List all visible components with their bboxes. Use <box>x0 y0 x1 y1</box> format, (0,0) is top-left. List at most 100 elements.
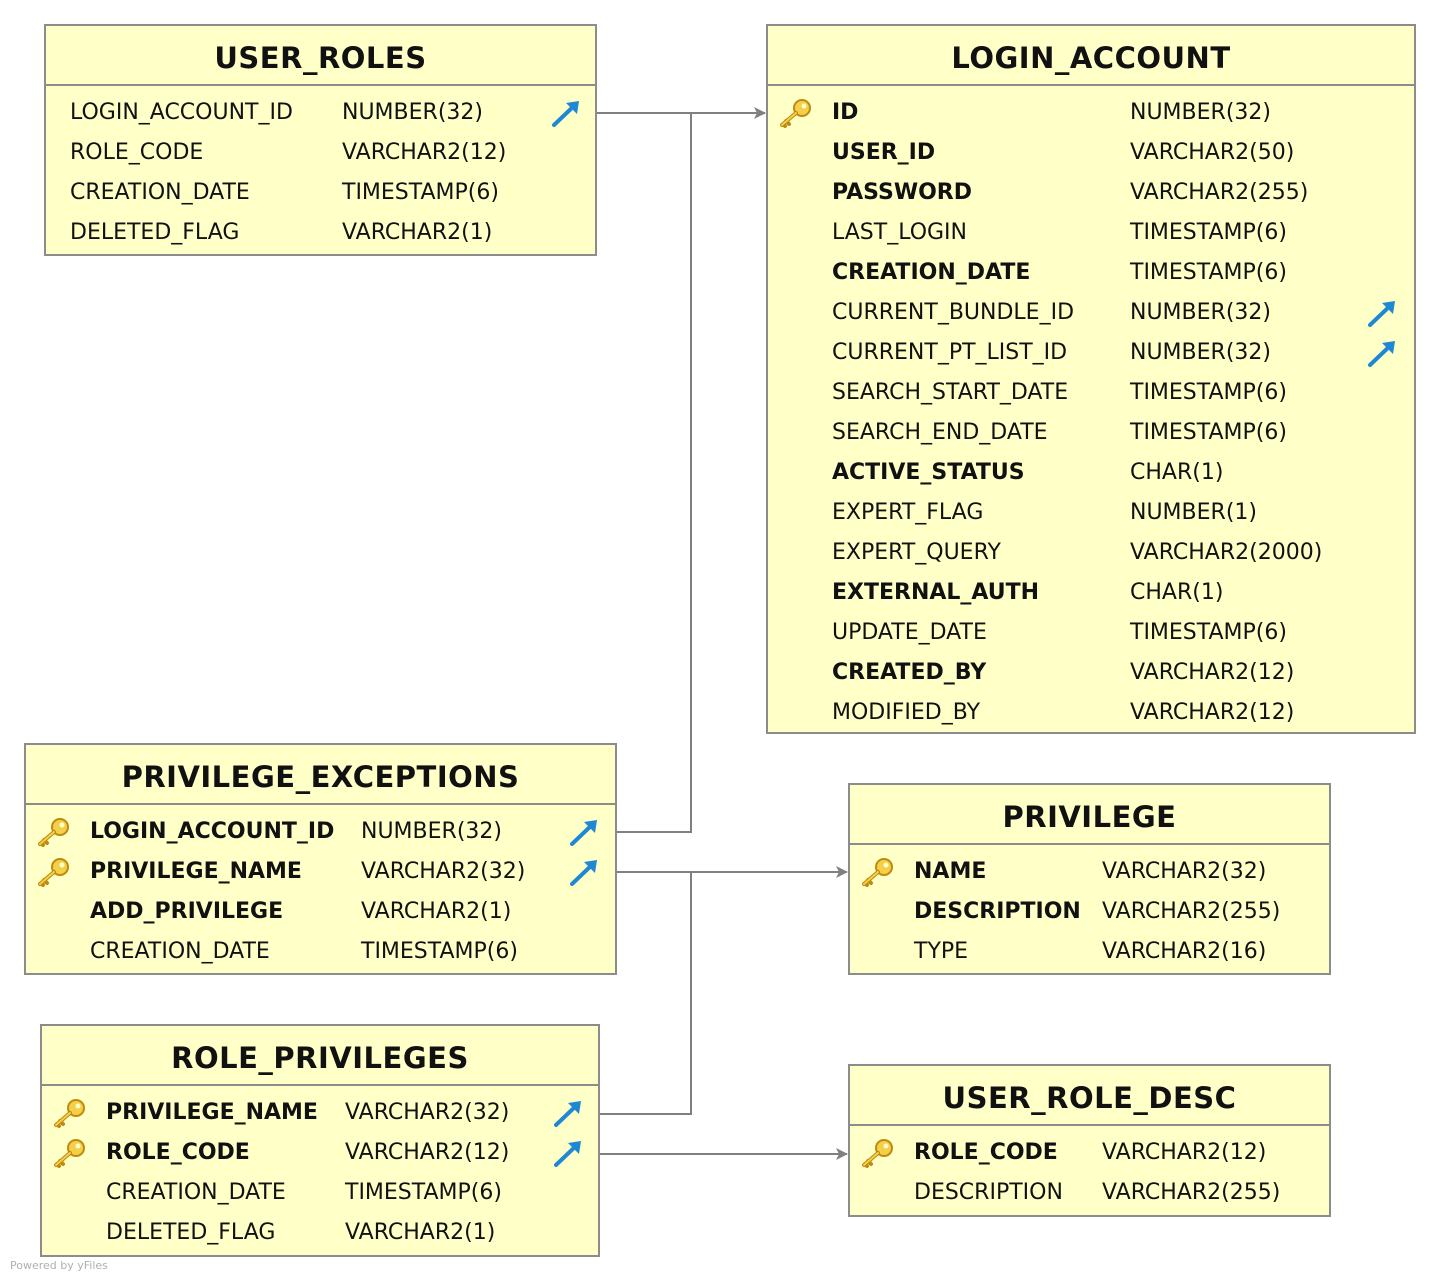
column-type: VARCHAR2(32) <box>1102 859 1267 884</box>
column-name: DESCRIPTION <box>914 1180 1063 1205</box>
column-row[interactable]: ID NUMBER(32) <box>768 93 1414 133</box>
column-type: TIMESTAMP(6) <box>1130 260 1287 285</box>
column-type: NUMBER(32) <box>361 819 502 844</box>
column-type: NUMBER(32) <box>342 100 483 125</box>
column-name: ROLE_CODE <box>70 140 204 165</box>
column-type: VARCHAR2(32) <box>361 859 526 884</box>
primary-key-icon <box>776 98 814 128</box>
table-login-account[interactable]: LOGIN_ACCOUNT ID NUMBER(32) USER_ID VARCHAR… <box>766 24 1416 734</box>
column-row[interactable]: LOGIN_ACCOUNT_ID NUMBER(32) <box>26 812 615 852</box>
column-name: CREATION_DATE <box>106 1180 286 1205</box>
foreign-key-arrow-icon <box>550 1138 588 1168</box>
primary-key-icon <box>858 1138 896 1168</box>
column-name: EXPERT_FLAG <box>832 500 984 525</box>
column-type: VARCHAR2(2000) <box>1130 540 1323 565</box>
column-type: NUMBER(32) <box>1130 100 1271 125</box>
foreign-key-arrow-icon <box>566 857 604 887</box>
column-type: CHAR(1) <box>1130 460 1224 485</box>
column-name: SEARCH_START_DATE <box>832 380 1069 405</box>
column-row[interactable]: USER_ID VARCHAR2(50) <box>768 133 1414 173</box>
column-name: CREATION_DATE <box>90 939 270 964</box>
primary-key-icon <box>34 817 72 847</box>
table-title: LOGIN_ACCOUNT <box>768 26 1414 86</box>
table-title: USER_ROLES <box>46 26 595 86</box>
column-row[interactable]: SEARCH_START_DATE TIMESTAMP(6) <box>768 373 1414 413</box>
table-title: PRIVILEGE <box>850 785 1329 845</box>
table-privilege-exceptions[interactable]: PRIVILEGE_EXCEPTIONS LOGIN_ACCOUNT_ID NUM… <box>24 743 617 975</box>
column-type: NUMBER(32) <box>1130 300 1271 325</box>
table-title: PRIVILEGE_EXCEPTIONS <box>26 745 615 805</box>
column-row[interactable]: DESCRIPTION VARCHAR2(255) <box>850 1173 1329 1213</box>
column-type: VARCHAR2(255) <box>1102 899 1281 924</box>
column-type: VARCHAR2(12) <box>1130 660 1295 685</box>
column-name: LOGIN_ACCOUNT_ID <box>90 819 335 844</box>
primary-key-icon <box>858 857 896 887</box>
column-row[interactable]: ADD_PRIVILEGE VARCHAR2(1) <box>26 892 615 932</box>
column-type: TIMESTAMP(6) <box>342 180 499 205</box>
column-name: EXTERNAL_AUTH <box>832 580 1040 605</box>
column-name: ROLE_CODE <box>914 1140 1058 1165</box>
column-type: VARCHAR2(1) <box>342 220 493 245</box>
foreign-key-arrow-icon <box>566 817 604 847</box>
column-name: MODIFIED_BY <box>832 700 981 725</box>
foreign-key-arrow-icon <box>548 98 586 128</box>
foreign-key-arrow-icon <box>1364 338 1402 368</box>
edge-role-privileges-to-privilege <box>600 872 692 1115</box>
column-list: LOGIN_ACCOUNT_ID NUMBER(32) PRIVILEGE_NAME… <box>26 812 615 972</box>
column-name: NAME <box>914 859 987 884</box>
column-type: VARCHAR2(50) <box>1130 140 1295 165</box>
column-type: VARCHAR2(1) <box>361 899 512 924</box>
column-type: TIMESTAMP(6) <box>1130 620 1287 645</box>
column-type: TIMESTAMP(6) <box>1130 380 1287 405</box>
column-name: DELETED_FLAG <box>70 220 240 245</box>
column-type: VARCHAR2(12) <box>1102 1140 1267 1165</box>
column-row[interactable]: EXTERNAL_AUTH CHAR(1) <box>768 573 1414 613</box>
column-row[interactable]: ROLE_CODE VARCHAR2(12) <box>850 1133 1329 1173</box>
column-name: ID <box>832 100 859 125</box>
column-row[interactable]: NAME VARCHAR2(32) <box>850 852 1329 892</box>
column-name: PRIVILEGE_NAME <box>106 1100 318 1125</box>
primary-key-icon <box>50 1138 88 1168</box>
column-row[interactable]: PRIVILEGE_NAME VARCHAR2(32) <box>42 1093 598 1133</box>
column-name: ADD_PRIVILEGE <box>90 899 284 924</box>
column-type: VARCHAR2(32) <box>345 1100 510 1125</box>
column-row[interactable]: DELETED_FLAG VARCHAR2(1) <box>46 213 595 253</box>
column-type: VARCHAR2(255) <box>1102 1180 1281 1205</box>
column-name: USER_ID <box>832 140 936 165</box>
column-type: TIMESTAMP(6) <box>1130 220 1287 245</box>
column-type: CHAR(1) <box>1130 580 1224 605</box>
powered-by-credit: Powered by yFiles <box>10 1259 108 1272</box>
primary-key-icon <box>50 1098 88 1128</box>
